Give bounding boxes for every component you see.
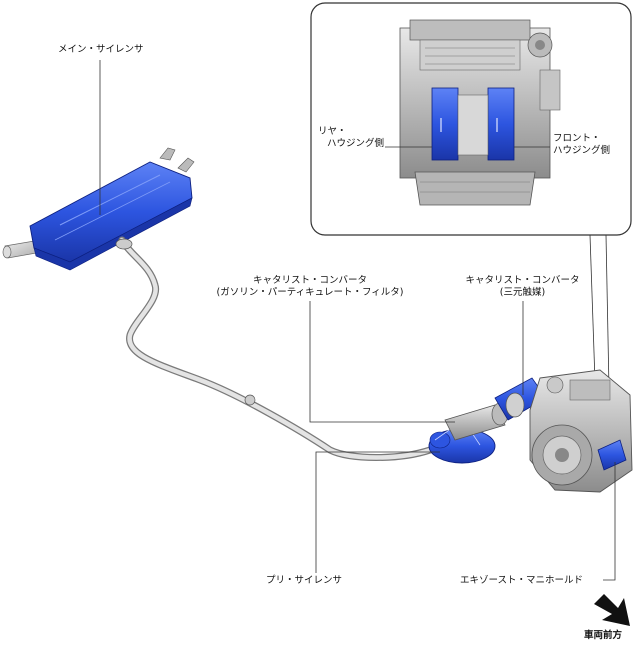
label-front-housing-line2: ハウジング側 — [553, 145, 611, 156]
engine-closeup-image — [399, 19, 561, 206]
label-vehicle-front: 車両前方 — [584, 630, 623, 641]
label-front-housing: フロント・ ハウジング側 — [553, 133, 610, 157]
label-main-silencer: メイン・サイレンサ — [58, 44, 144, 55]
engine-assembly-image — [529, 369, 633, 493]
label-rear-housing-line1: リヤ・ — [318, 126, 347, 137]
label-pre-silencer: プリ・サイレンサ — [266, 575, 343, 586]
exhaust-pipe — [115, 236, 434, 461]
label-catalytic-converter-3way-line2: (三元触媒) — [499, 287, 546, 298]
engine-closeup-callout — [310, 2, 632, 441]
label-catalytic-converter-gpf-line1: キャタリスト・コンバータ — [252, 275, 367, 286]
catalytic-converter-3way-image — [494, 377, 547, 421]
label-catalytic-converter-3way-line1: キャタリスト・コンバータ — [465, 275, 580, 286]
main-silencer-image — [2, 147, 195, 271]
label-front-housing-line1: フロント・ — [553, 133, 601, 144]
leader-lines — [99, 60, 616, 581]
label-exhaust-manifold: エキゾースト・マニホールド — [460, 575, 584, 586]
arrow-down-right-icon — [594, 594, 630, 626]
label-catalytic-converter-gpf-line2: (ガソリン・パーティキュレート・フィルタ) — [216, 287, 404, 298]
label-rear-housing: リヤ・ ハウジング側 — [318, 126, 384, 150]
label-catalytic-converter-gpf: キャタリスト・コンバータ (ガソリン・パーティキュレート・フィルタ) — [195, 275, 425, 299]
pre-silencer-image — [428, 427, 496, 464]
label-catalytic-converter-3way: キャタリスト・コンバータ (三元触媒) — [455, 275, 590, 299]
label-rear-housing-line2: ハウジング側 — [326, 138, 384, 149]
